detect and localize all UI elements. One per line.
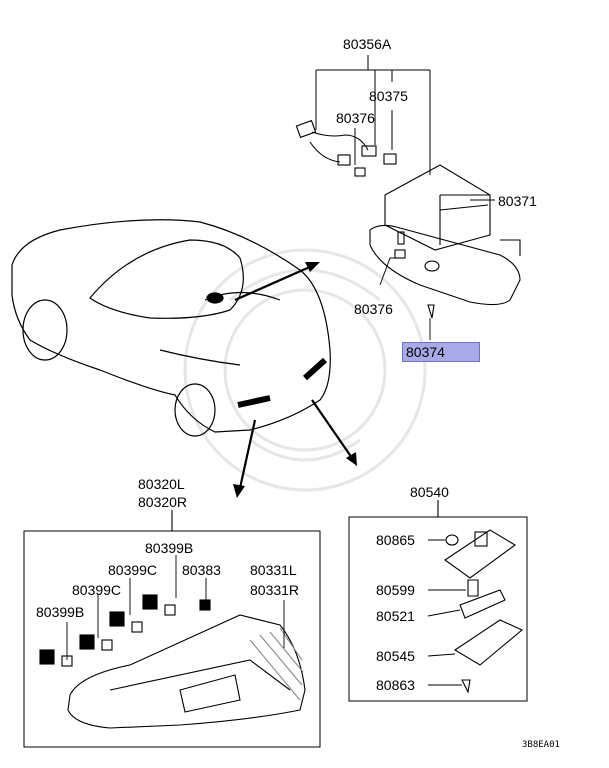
label-80399c-2: 80399C <box>72 582 122 598</box>
label-80545: 80545 <box>376 648 415 664</box>
label-80375: 80375 <box>369 88 408 104</box>
bracket-80356a <box>315 55 431 175</box>
label-80356a: 80356A <box>343 36 392 52</box>
label-80374-highlight[interactable]: 80374 <box>402 342 480 362</box>
label-80331l: 80331L <box>250 562 297 578</box>
label-80521: 80521 <box>376 608 415 624</box>
label-80399b-top: 80399B <box>145 540 194 556</box>
label-80865: 80865 <box>376 532 415 548</box>
label-80376-mid: 80376 <box>354 301 393 317</box>
sockets <box>39 594 211 667</box>
label-80376-top: 80376 <box>336 110 375 126</box>
label-80371: 80371 <box>498 193 537 209</box>
label-80599: 80599 <box>376 582 415 598</box>
leaders-license <box>427 539 466 686</box>
label-80320l: 80320L <box>138 476 185 492</box>
license-lamp-parts <box>444 529 524 694</box>
label-80399c-1: 80399C <box>108 562 158 578</box>
label-80320r: 80320R <box>138 494 188 510</box>
label-80863: 80863 <box>376 677 415 693</box>
label-80399b-2: 80399B <box>36 604 85 620</box>
leaders-tail <box>66 555 285 660</box>
tail-lamp <box>67 614 306 729</box>
car-body <box>11 219 331 437</box>
leaders-top <box>379 199 495 340</box>
high-mount-lamp <box>369 164 521 319</box>
watermark-emblem <box>183 248 427 492</box>
diagram-code: 3B8EA01 <box>522 740 560 750</box>
label-80540: 80540 <box>410 484 449 500</box>
wiring-harness <box>295 119 397 177</box>
label-80331r: 80331R <box>250 582 300 598</box>
leader-arrows <box>234 264 353 489</box>
label-80383: 80383 <box>182 562 221 578</box>
